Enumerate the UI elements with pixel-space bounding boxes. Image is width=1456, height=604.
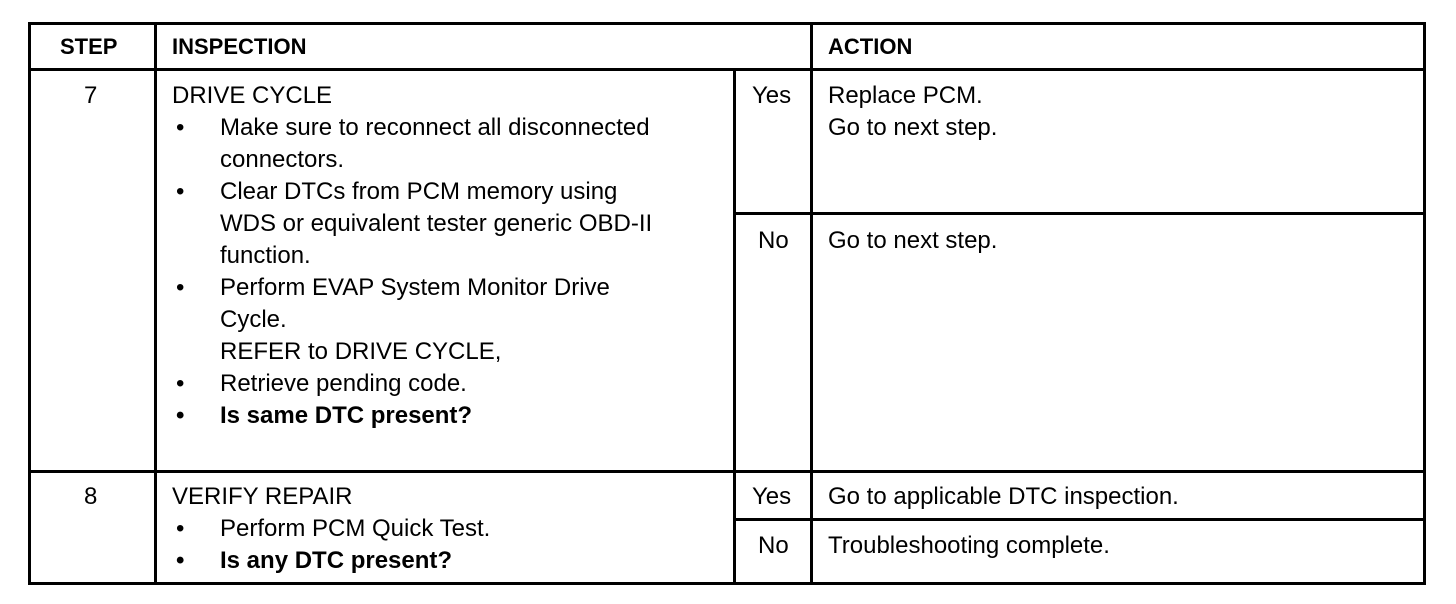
bullet-item: • Perform PCM Quick Test.: [172, 513, 490, 545]
inspection-body: VERIFY REPAIR • Perform PCM Quick Test. …: [172, 481, 490, 577]
bullet-icon: •: [176, 178, 185, 205]
bullet-text: Perform PCM Quick Test.: [220, 515, 491, 542]
bullet-text: Is same DTC present?: [220, 402, 473, 429]
action-text: Replace PCM.: [828, 82, 983, 109]
step-number: 7: [84, 82, 98, 109]
divider-row7-yes-no: [733, 212, 1426, 215]
inspection-title: VERIFY REPAIR: [172, 483, 353, 510]
bullet-item-question: • Is any DTC present?: [172, 545, 490, 577]
divider-yesno-row8: [733, 473, 736, 585]
bullet-text: Is any DTC present?: [220, 547, 453, 574]
bullet-text: Perform EVAP System Monitor Drive: [220, 274, 610, 301]
bullet-item: • Retrieve pending code.: [172, 368, 652, 400]
no-label: No: [758, 532, 789, 559]
divider-row8-yes-no: [733, 518, 1426, 521]
no-action: Go to next step.: [828, 225, 997, 257]
action-text: Go to next step.: [828, 114, 998, 141]
action-text: Troubleshooting complete.: [828, 532, 1110, 559]
divider-header: [28, 68, 1426, 71]
bullet-list: • Make sure to reconnect all disconnecte…: [172, 112, 652, 432]
divider-action: [810, 22, 813, 585]
bullet-text: WDS or equivalent tester generic OBD-II: [220, 210, 653, 237]
divider-yesno-row7: [733, 70, 736, 473]
yes-action: Replace PCM. Go to next step.: [828, 80, 997, 144]
divider-row7-row8: [28, 470, 1426, 473]
bullet-item: • Make sure to reconnect all disconnecte…: [172, 112, 652, 176]
divider-step: [154, 22, 157, 585]
bullet-text: Make sure to reconnect all disconnected: [220, 114, 650, 141]
bullet-icon: •: [176, 402, 185, 429]
yes-label: Yes: [752, 82, 792, 109]
bullet-text: Cycle.: [220, 306, 287, 333]
bullet-text: connectors.: [220, 146, 345, 173]
header-step: STEP: [60, 34, 118, 59]
action-text: Go to applicable DTC inspection.: [828, 483, 1179, 510]
bullet-item: • Perform EVAP System Monitor Drive Cycl…: [172, 272, 652, 368]
bullet-icon: •: [176, 274, 185, 301]
bullet-icon: •: [176, 370, 185, 397]
bullet-text: Clear DTCs from PCM memory using: [220, 178, 618, 205]
bullet-list: • Perform PCM Quick Test. • Is any DTC p…: [172, 513, 490, 577]
header-inspection: INSPECTION: [172, 34, 307, 59]
bullet-text: function.: [220, 242, 311, 269]
inspection-title: DRIVE CYCLE: [172, 82, 333, 109]
bullet-item: • Clear DTCs from PCM memory using WDS o…: [172, 176, 652, 272]
bullet-icon: •: [176, 547, 185, 574]
yes-label: Yes: [752, 483, 792, 510]
header-action: ACTION: [828, 34, 913, 59]
bullet-item-question: • Is same DTC present?: [172, 400, 652, 432]
step-number: 8: [84, 483, 98, 510]
bullet-text: REFER to DRIVE CYCLE,: [220, 338, 502, 365]
action-text: Go to next step.: [828, 227, 998, 254]
inspection-table: [28, 22, 1426, 585]
inspection-body: DRIVE CYCLE • Make sure to reconnect all…: [172, 80, 652, 432]
no-action: Troubleshooting complete.: [828, 530, 1110, 562]
bullet-icon: •: [176, 515, 185, 542]
no-label: No: [758, 227, 789, 254]
yes-action: Go to applicable DTC inspection.: [828, 481, 1179, 513]
bullet-text: Retrieve pending code.: [220, 370, 467, 397]
bullet-icon: •: [176, 114, 185, 141]
